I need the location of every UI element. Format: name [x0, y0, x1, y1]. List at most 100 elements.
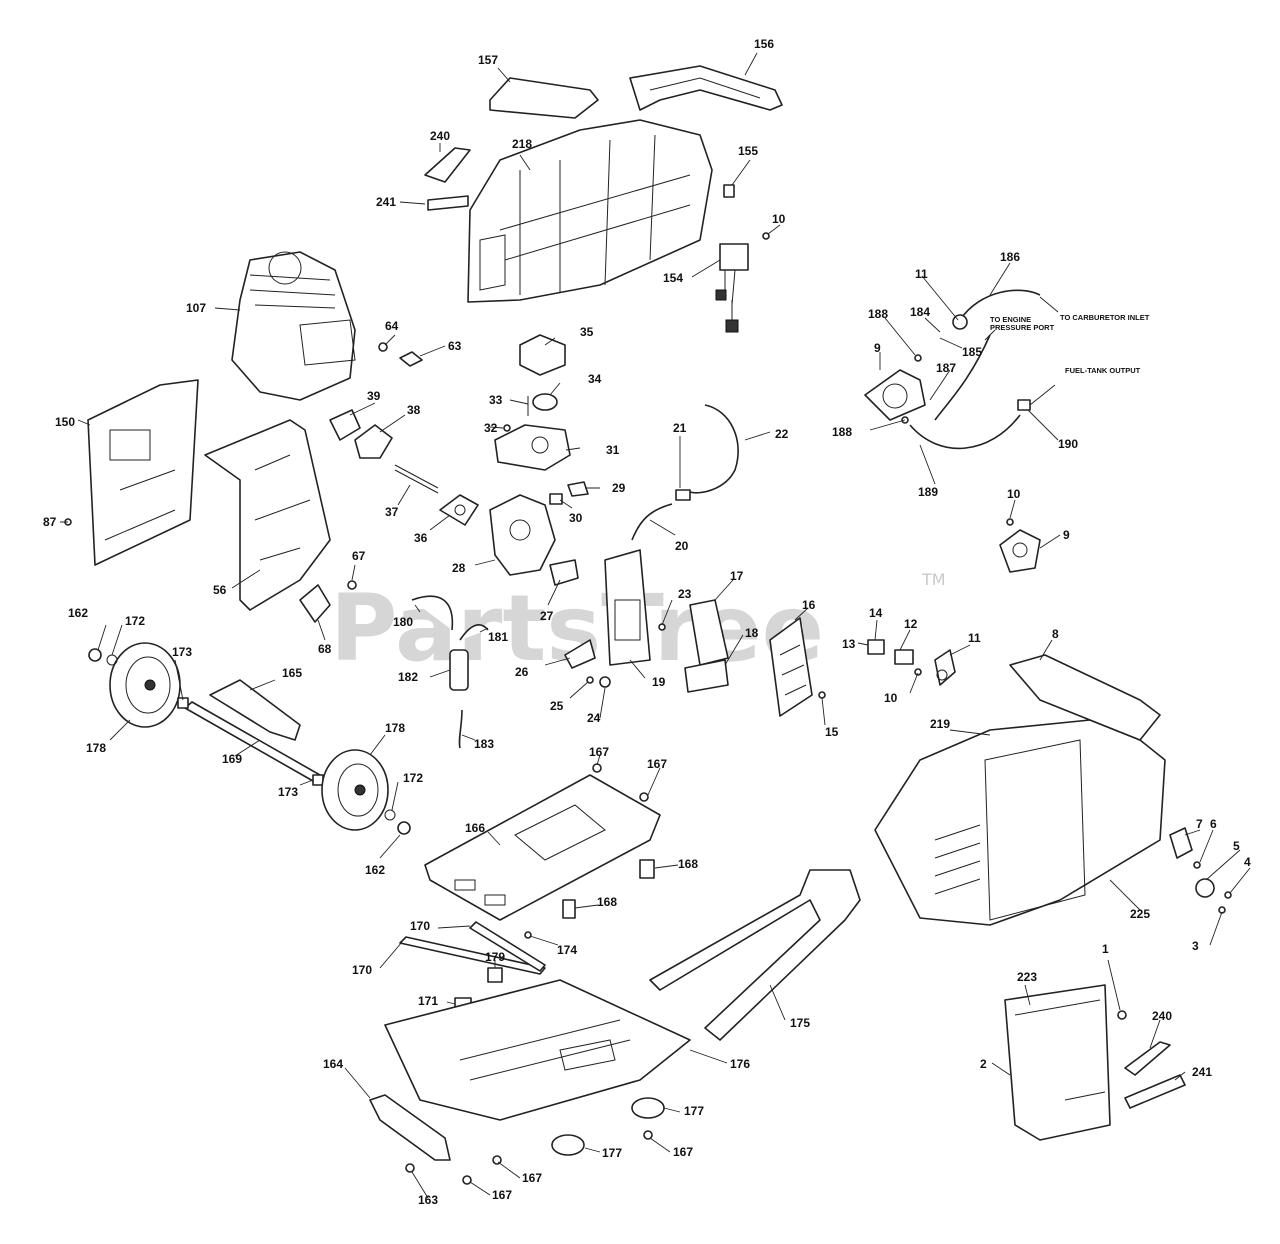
part-module-154	[715, 243, 749, 333]
part-1	[1117, 1010, 1127, 1020]
part-panel-56	[204, 419, 331, 611]
label-26: 26	[515, 665, 529, 679]
part-decal-241-top	[427, 195, 469, 211]
label-9-pump: 9	[874, 341, 881, 355]
label-186: 186	[1000, 250, 1020, 264]
label-175: 175	[790, 1016, 810, 1030]
watermark-trademark: TM	[921, 570, 946, 589]
label-188-bottom: 188	[832, 425, 852, 439]
part-cap-162-left	[88, 648, 102, 662]
label-218: 218	[512, 137, 532, 151]
part-hose-180-181	[411, 595, 489, 641]
part-clip-155	[723, 184, 735, 198]
part-37	[394, 464, 439, 494]
label-11-upper: 11	[915, 267, 928, 281]
label-67: 67	[352, 549, 366, 563]
label-178-right: 178	[385, 721, 405, 735]
label-13: 13	[842, 637, 856, 651]
part-pump-9-alt	[999, 529, 1041, 573]
label-183: 183	[474, 737, 494, 751]
label-19: 19	[652, 675, 666, 689]
label-154: 154	[663, 271, 683, 285]
label-167-a: 167	[589, 745, 609, 759]
label-33: 33	[489, 393, 503, 407]
part-15	[818, 691, 826, 699]
part-engine-107	[231, 251, 356, 401]
label-177-a: 177	[684, 1104, 704, 1118]
part-number-labels: 156 157 240 241 218 155 10 154 107 64 63…	[43, 37, 1251, 1207]
label-164: 164	[323, 1057, 343, 1071]
label-188-top: 188	[868, 307, 888, 321]
label-187: 187	[936, 361, 956, 375]
part-cap-162-right	[397, 821, 411, 835]
part-163	[405, 1163, 415, 1173]
label-28: 28	[452, 561, 466, 575]
label-162-right: 162	[365, 863, 385, 877]
part-wheel-178-right	[321, 749, 389, 831]
note-engine-port-1: TO ENGINE	[990, 315, 1031, 324]
label-184: 184	[910, 305, 930, 319]
label-27: 27	[540, 609, 554, 623]
label-181: 181	[488, 630, 508, 644]
part-hose-183	[458, 709, 463, 749]
part-63	[399, 351, 423, 367]
part-frame-176	[384, 979, 691, 1121]
part-line-186	[959, 289, 1041, 321]
label-14: 14	[869, 606, 883, 620]
label-189: 189	[918, 485, 938, 499]
part-fitting-21	[675, 489, 691, 501]
label-21: 21	[673, 421, 687, 435]
label-157: 157	[478, 53, 498, 67]
part-panel-2	[1004, 984, 1111, 1141]
label-38: 38	[407, 403, 421, 417]
label-165: 165	[282, 666, 302, 680]
label-150: 150	[55, 415, 75, 429]
part-fuel-line-20	[631, 503, 673, 541]
part-174	[524, 931, 532, 939]
part-panel-150	[87, 379, 199, 566]
label-174: 174	[557, 943, 577, 957]
part-clamp-188	[901, 354, 922, 424]
label-169: 169	[222, 752, 242, 766]
label-12: 12	[904, 617, 918, 631]
part-fitting-190	[1017, 399, 1031, 411]
label-56: 56	[213, 583, 227, 597]
label-176: 176	[730, 1057, 750, 1071]
label-16: 16	[802, 598, 816, 612]
part-cover-8	[1009, 654, 1161, 741]
label-241-top: 241	[376, 195, 396, 209]
part-regulator-12-13	[867, 639, 914, 665]
label-240-bottom: 240	[1152, 1009, 1172, 1023]
part-decal-241-bottom	[1124, 1074, 1186, 1109]
label-10-top: 10	[772, 212, 786, 226]
part-30	[549, 493, 563, 505]
label-39: 39	[367, 389, 381, 403]
part-handle-164	[369, 1094, 451, 1161]
label-182: 182	[398, 670, 418, 684]
part-32	[503, 424, 511, 432]
label-17: 17	[730, 569, 744, 583]
label-190: 190	[1058, 437, 1078, 451]
label-167-d: 167	[522, 1171, 542, 1185]
part-10-mid	[914, 668, 922, 676]
label-185: 185	[962, 345, 982, 359]
label-10-mid: 10	[884, 691, 898, 705]
label-87: 87	[43, 515, 57, 529]
label-32: 32	[484, 421, 498, 435]
label-172-right: 172	[403, 771, 423, 785]
part-filter-182	[449, 649, 469, 691]
note-fuel-tank-output: FUEL-TANK OUTPUT	[1065, 366, 1141, 375]
part-bracket-19	[604, 549, 651, 666]
part-panel-157	[489, 77, 599, 119]
label-29: 29	[612, 481, 626, 495]
label-37: 37	[385, 505, 399, 519]
label-18: 18	[745, 626, 759, 640]
part-25-24	[586, 676, 611, 688]
part-housing-219	[874, 719, 1166, 926]
label-162-left: 162	[68, 606, 88, 620]
label-9-alt: 9	[1063, 528, 1070, 542]
note-engine-port-2: PRESSURE PORT	[990, 323, 1055, 332]
label-170-b: 170	[352, 963, 372, 977]
label-36: 36	[414, 531, 428, 545]
part-decal-240-top	[424, 147, 471, 183]
